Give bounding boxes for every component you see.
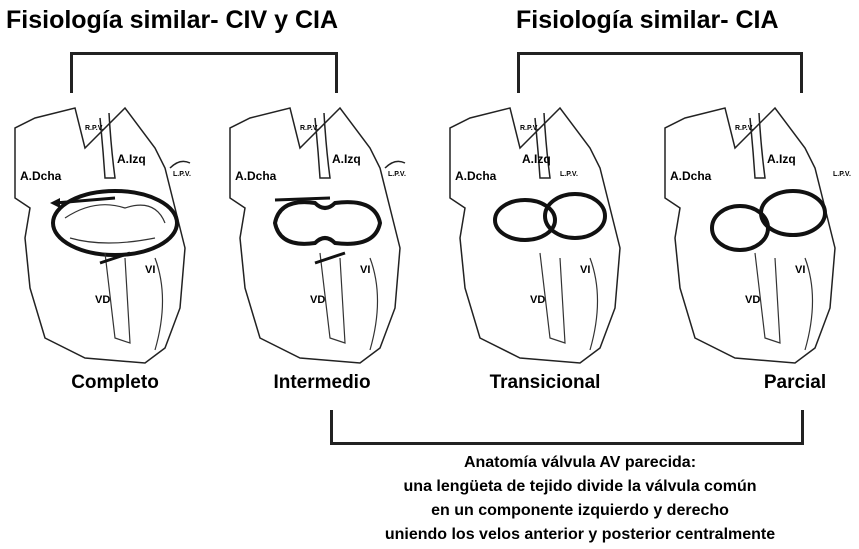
- heart-diagram-intermedio: R.P.V. L.P.V. A.Izq A.Dcha VI VD: [229, 106, 406, 364]
- right-atrium-label: A.Dcha: [235, 169, 277, 183]
- lv-label: VI: [360, 264, 370, 276]
- rpv-label: R.P.V.: [735, 125, 754, 132]
- lpv-label: L.P.V.: [833, 171, 851, 178]
- rv-label: VD: [530, 294, 545, 306]
- right-atrium-label: A.Dcha: [670, 169, 712, 183]
- title-left: Fisiología similar- CIV y CIA: [6, 6, 339, 34]
- label-transicional: Transicional: [489, 372, 601, 393]
- note-line-4: uniendo los velos anterior y posterior c…: [384, 526, 776, 543]
- lpv-label: L.P.V.: [560, 171, 578, 178]
- label-parcial: Parcial: [763, 372, 827, 393]
- lpv-label: L.P.V.: [388, 171, 406, 178]
- note-line-3: en un componente izquierdo y derecho: [431, 502, 729, 519]
- left-atrium-label: A.Izq: [117, 152, 146, 166]
- rv-label: VD: [95, 294, 110, 306]
- label-intermedio: Intermedio: [273, 372, 371, 393]
- lv-label: VI: [145, 264, 155, 276]
- rv-label: VD: [310, 294, 325, 306]
- label-completo: Completo: [71, 372, 159, 393]
- rpv-label: R.P.V.: [520, 125, 539, 132]
- lpv-label: L.P.V.: [173, 171, 191, 178]
- rv-label: VD: [745, 294, 760, 306]
- title-right: Fisiología similar- CIA: [516, 6, 779, 34]
- note-line-2: una lengüeta de tejido divide la válvula…: [403, 478, 757, 495]
- rpv-label: R.P.V.: [300, 125, 319, 132]
- bracket-bottom: [330, 410, 804, 445]
- lv-label: VI: [580, 264, 590, 276]
- heart-diagram-parcial: R.P.V. L.P.V. A.Izq A.Dcha VI VD: [664, 106, 851, 364]
- lv-label: VI: [795, 264, 805, 276]
- left-atrium-label: A.Izq: [332, 152, 361, 166]
- right-atrium-label: A.Dcha: [20, 169, 62, 183]
- heart-diagram-transicional: R.P.V. L.P.V. A.Izq A.Dcha VI VD: [449, 106, 621, 364]
- bracket-left: [70, 52, 338, 93]
- rpv-label: R.P.V.: [85, 125, 104, 132]
- heart-diagram-completo: R.P.V. L.P.V. A.Izq A.Dcha VI VD: [14, 106, 191, 364]
- left-atrium-label: A.Izq: [522, 152, 551, 166]
- left-atrium-label: A.Izq: [767, 152, 796, 166]
- note-line-1: Anatomía válvula AV parecida:: [463, 454, 697, 471]
- right-atrium-label: A.Dcha: [455, 169, 497, 183]
- anatomy-note: Anatomía válvula AV parecida: una lengüe…: [300, 451, 859, 547]
- bracket-right: [517, 52, 803, 93]
